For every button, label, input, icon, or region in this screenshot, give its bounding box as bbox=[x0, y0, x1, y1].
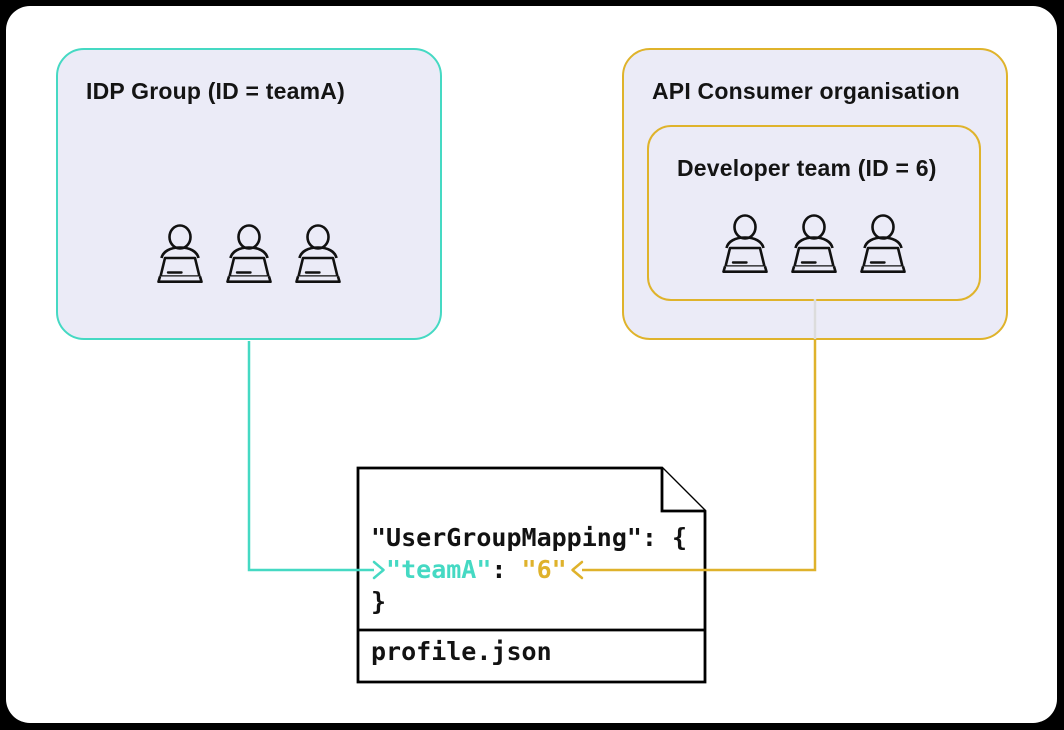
mapping-value-text: "6" bbox=[521, 555, 567, 584]
api-consumer-organisation-box: API Consumer organisation Developer team… bbox=[622, 48, 1008, 340]
person-laptop-icon bbox=[791, 214, 837, 273]
idp-group-members bbox=[58, 224, 440, 285]
code-line-open: "UserGroupMapping": { bbox=[371, 523, 688, 552]
idp-group-title: IDP Group (ID = teamA) bbox=[86, 78, 345, 104]
developer-team-title: Developer team (ID = 6) bbox=[677, 155, 937, 181]
mapping-key-text: "teamA" bbox=[371, 555, 492, 584]
document-folded-corner-icon bbox=[660, 468, 705, 513]
person-laptop-icon bbox=[157, 224, 203, 283]
api-consumer-organisation-title: API Consumer organisation bbox=[652, 78, 960, 104]
profile-json-filename: profile.json bbox=[371, 637, 552, 666]
user-group-mapping-code: "UserGroupMapping": { "teamA": "6" } bbox=[371, 522, 687, 618]
developer-team-box: Developer team (ID = 6) bbox=[647, 125, 981, 301]
person-laptop-icon bbox=[860, 214, 906, 273]
developer-team-members bbox=[649, 214, 979, 275]
idp-group-box: IDP Group (ID = teamA) bbox=[56, 48, 442, 340]
code-line-close: } bbox=[371, 587, 387, 616]
mapping-separator-text: : bbox=[491, 555, 522, 584]
person-laptop-icon bbox=[226, 224, 272, 283]
person-laptop-icon bbox=[722, 214, 768, 273]
person-laptop-icon bbox=[295, 224, 341, 283]
